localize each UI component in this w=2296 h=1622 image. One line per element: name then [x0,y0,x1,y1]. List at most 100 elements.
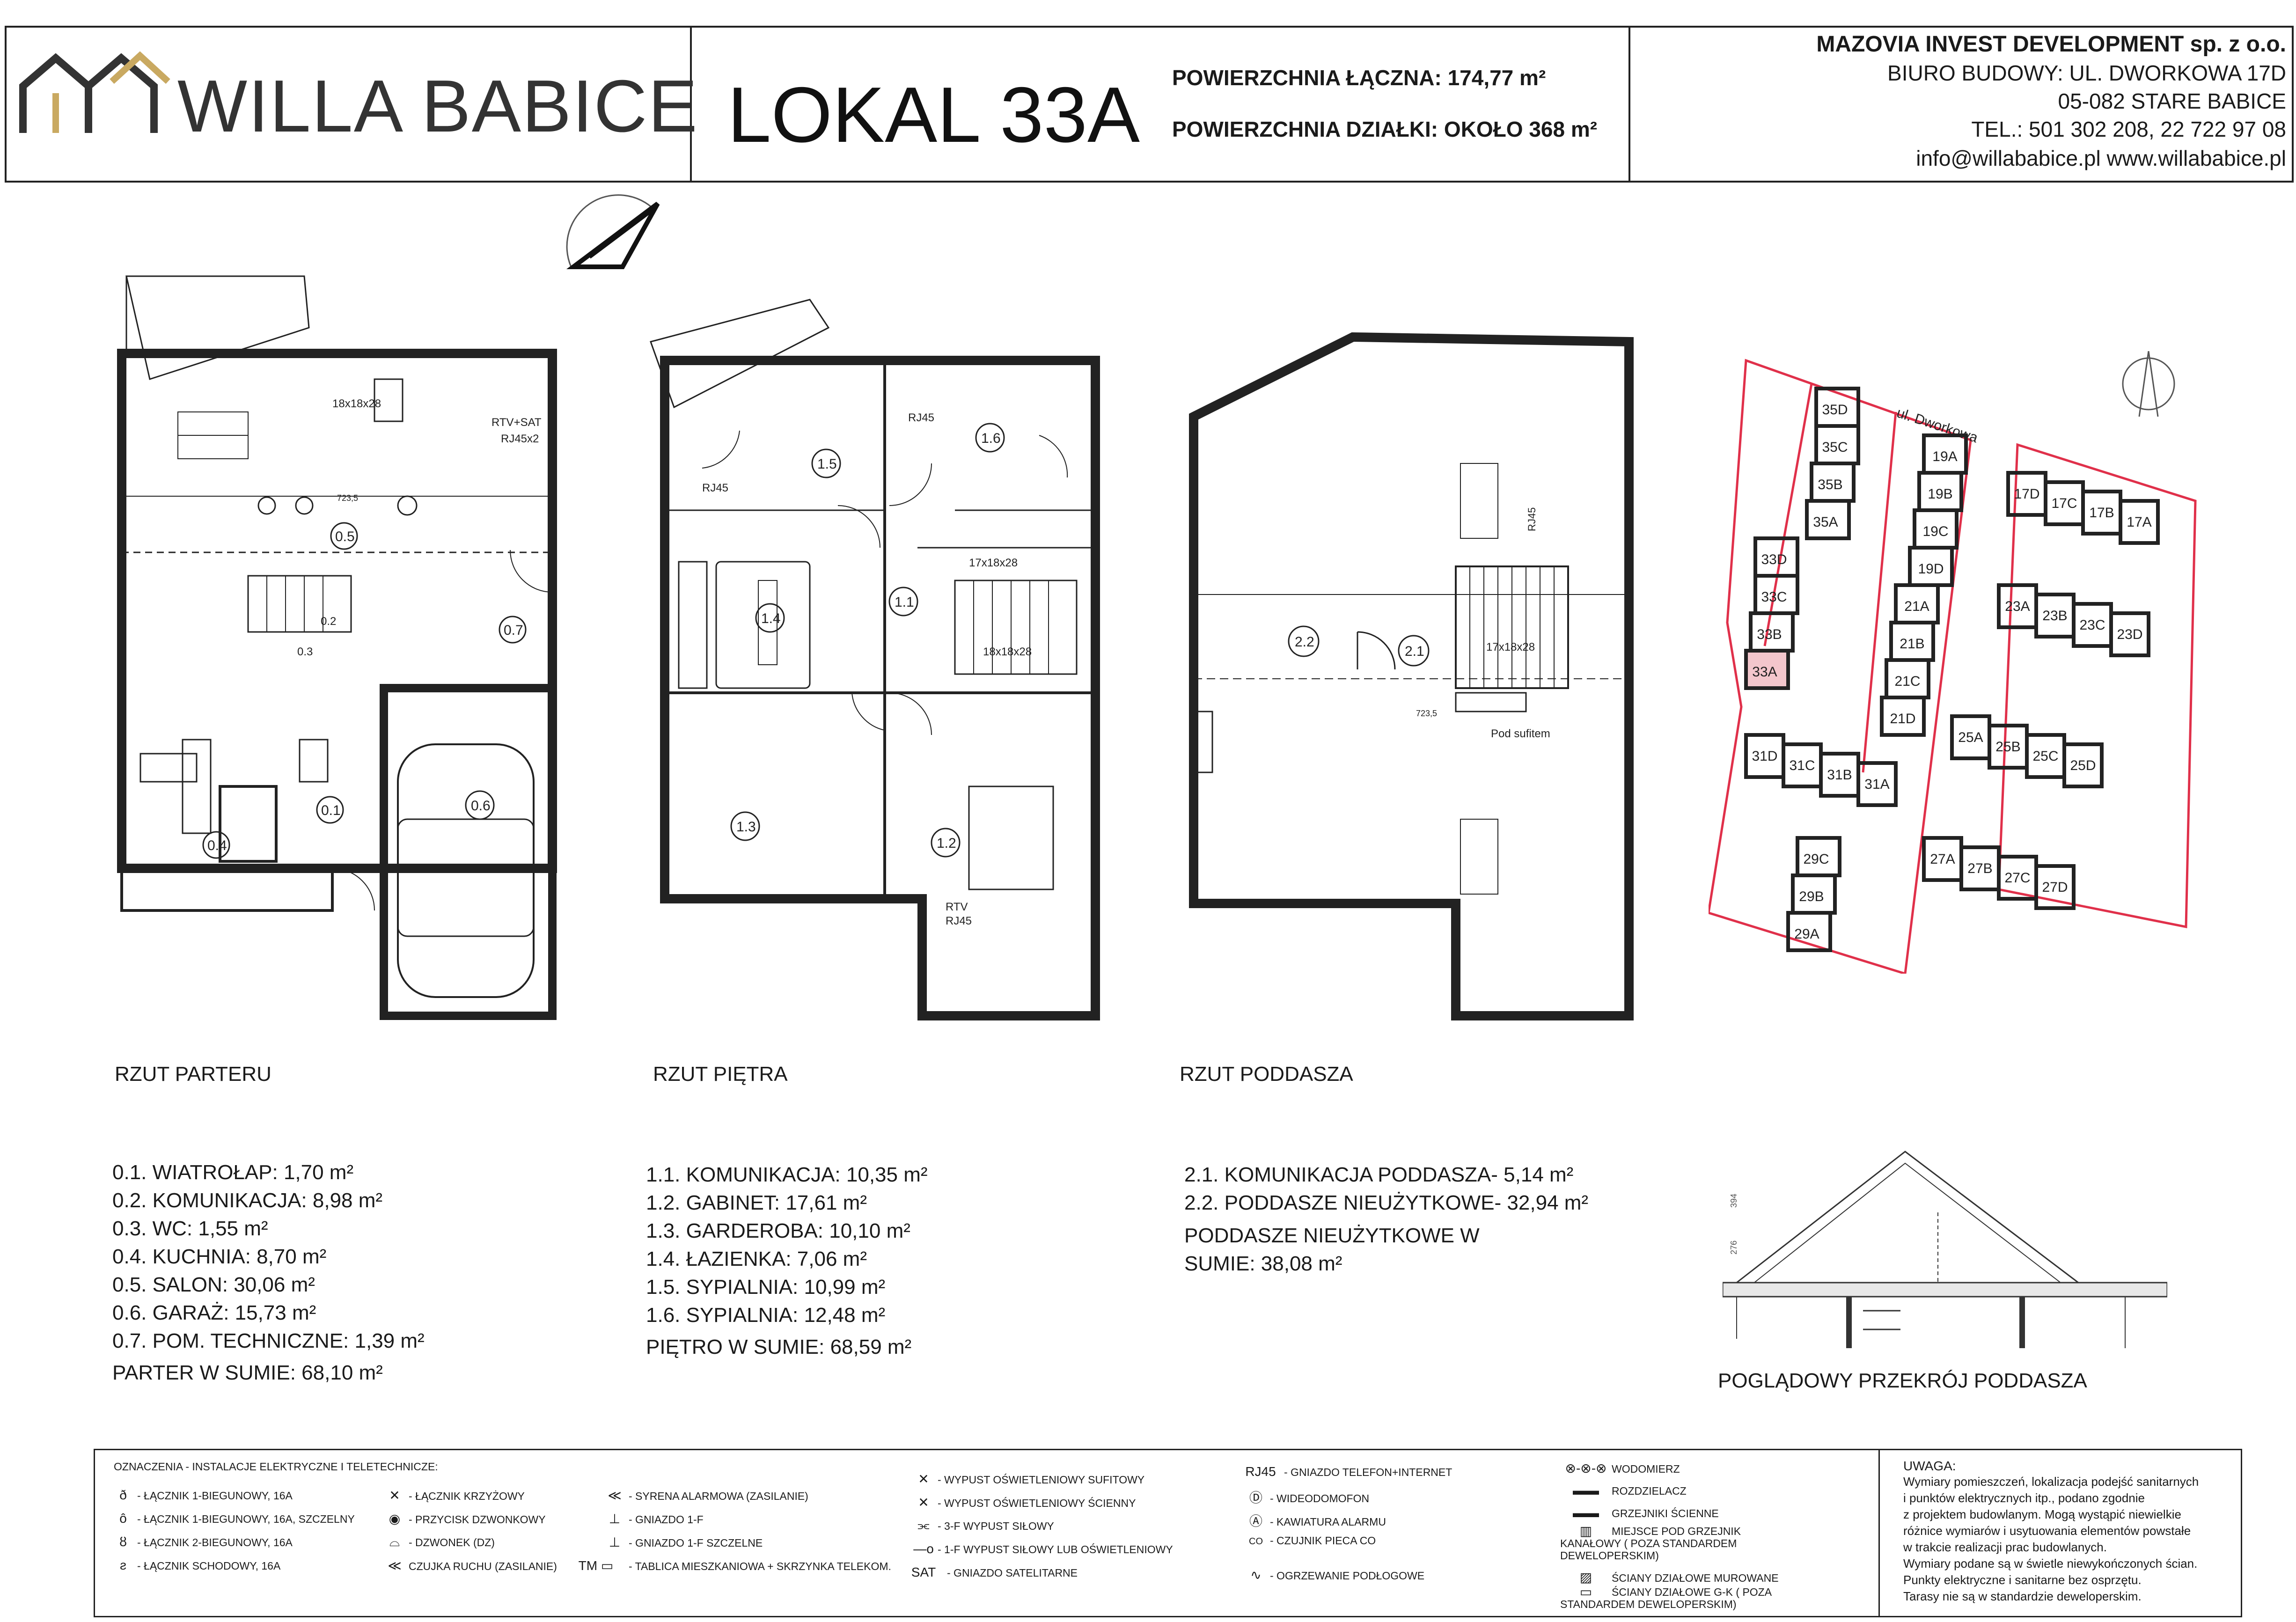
lot-label-21a: 21A [1904,599,1929,614]
legend-col6-row5: ▨ŚCIANY DZIAŁOWE MUROWANE [1560,1570,1779,1585]
power-1f-icon: —o [913,1541,934,1556]
legend-col3-row1: ≪- SYRENA ALARMOWA (ZASILANIE) [601,1488,808,1503]
ground-total: PARTER W SUMIE: 68,10 m² [112,1361,383,1384]
company-name: MAZOVIA INVEST DEVELOPMENT sp. z o.o. [1816,32,2286,57]
area-total: POWIERZCHNIA ŁĄCZNA: 174,77 m² [1172,66,1546,90]
legend-col6-row1: ⊗-⊗-⊗WODOMIERZ [1560,1461,1680,1476]
stairs-lower-label: 18x18x28 [983,646,1032,658]
lot-label-35a: 35A [1813,514,1838,530]
lot-label-27d: 27D [2042,880,2068,895]
room-0-5: 0.5. SALON: 30,06 m² [112,1273,315,1296]
legend-col1-row3: ȣ- ŁĄCZNIK 2-BIEGUNOWY, 16A [109,1534,293,1549]
legend-col4-row1: ✕- WYPUST OŚWIETLENIOWY SUFITOWY [910,1471,1144,1487]
room-1-2: 1.2. GABINET: 17,61 m² [646,1191,867,1214]
note-line-4: różnice wymiarów i usytuowania elementów… [1903,1524,2191,1538]
lot-label-17c: 17C [2051,496,2077,511]
ground-plan-title: RZUT PARTERU [115,1063,271,1086]
room-0-2: 0.2. KOMUNIKACJA: 8,98 m² [112,1189,383,1212]
legend-col6-row4: ▥MIEJSCE POD GRZEJNIK KANAŁOWY ( POZA ST… [1560,1524,1741,1562]
room-0-6: 0.6. GARAŻ: 15,73 m² [112,1301,316,1324]
first-floor-plan: 17x18x28 18x18x28 RJ45 RJ45 RTV RJ45 1.5… [650,299,1100,1020]
lot-label-23a: 23A [2005,599,2030,614]
room-0-3-marker: 0.3 [297,646,313,658]
attic-plan-title: RZUT PODDASZA [1180,1063,1353,1086]
room-2-2: 2.2. PODDASZE NIEUŻYTKOWE- 32,94 m² [1184,1191,1589,1214]
lot-label-25a: 25A [1958,730,1983,745]
legend-col2-row1: ✕- ŁĄCZNIK KRZYŻOWY [381,1488,525,1503]
switch-2pole-icon: ȣ [119,1534,127,1549]
lot-label-27a: 27A [1930,851,1955,867]
room-1-2-marker: 1.2 [937,836,956,851]
note-line-1: Wymiary pomieszczeń, lokalizacja podejść… [1903,1475,2199,1489]
staircase-switch-icon: ƨ [120,1558,126,1572]
lot-label-19c: 19C [1922,524,1948,539]
attic-total-1: PODDASZE NIEUŻYTKOWE W [1184,1224,1480,1247]
web-contact: info@willababice.pl www.willababice.pl [1916,146,2286,170]
note-line-5: w trakcie realizacji prac budowlanych. [1903,1540,2107,1554]
legend-col1-row2: ô- ŁĄCZNIK 1-BIEGUNOWY, 16A, SZCZELNY [109,1511,355,1526]
lot-label-21c: 21C [1894,674,1920,689]
legend-col2-row4: ≪CZUJKA RUCHU (ZASILANIE) [381,1558,557,1573]
contact-cell: MAZOVIA INVEST DEVELOPMENT sp. z o.o. BI… [1628,28,2296,181]
rj45-room-1-5-label: RJ45 [702,482,728,494]
legend-col6-row6: ▭ŚCIANY DZIAŁOWE G-K ( POZA STANDARDEM D… [1560,1585,1771,1611]
postal-code: 05-082 STARE BABICE [2058,89,2286,113]
switch-1pole-icon: ð [119,1488,127,1502]
legend-col3-row2: ⊥- GNIAZDO 1-F [601,1511,704,1527]
lot-labels: 35D35C35B35A19A19B19C19D17D17C17B17A33D3… [1752,402,2151,942]
room-0-3: 0.3. WC: 1,55 m² [112,1217,268,1240]
lot-label-21b: 21B [1900,636,1924,652]
site-plan: ul. Dworkowa 35D35C35B35A19A19B19C19D17D… [1709,351,2197,974]
lot-label-35c: 35C [1822,440,1848,455]
room-0-4: 0.4. KUCHNIA: 8,70 m² [112,1245,327,1268]
lot-label-23d: 23D [2117,627,2142,642]
room-1-3: 1.3. GARDEROBA: 10,10 m² [646,1219,910,1242]
cross-switch-icon: ✕ [389,1488,400,1503]
note-title: UWAGA: [1903,1459,1956,1473]
room-1-6-marker: 1.6 [981,431,1001,446]
note-line-6: Wymiary podane są w świetle niewykończon… [1903,1556,2198,1571]
legend-col4-row2: ✕- WYPUST OŚWIETLENIOWY ŚCIENNY [910,1495,1136,1510]
ceiling-light-icon: ✕ [918,1472,929,1486]
lot-label-17d: 17D [2014,486,2039,502]
phone: TEL.: 501 302 208, 22 722 97 08 [1971,117,2286,141]
first-plan-title: RZUT PIĘTRA [653,1063,788,1086]
switch-sealed-icon: ô [119,1511,127,1526]
videophone-icon: Ⓓ [1249,1490,1262,1505]
rj45-label: RJ45x2 [501,433,539,445]
lot-label-23c: 23C [2079,617,2105,633]
lot-label-19a: 19A [1932,449,1957,464]
legend-col5-row3: Ⓐ- KAWIATURA ALARMU [1242,1511,1386,1530]
room-0-5-marker: 0.5 [335,529,355,544]
unit-title: LOKAL 33A [727,71,1140,159]
lot-label-33c: 33C [1761,589,1787,605]
house-logo-icon [19,51,170,133]
legend-col5-row5: ∿- OGRZEWANIE PODŁOGOWE [1242,1567,1424,1583]
stairs-upper-label: 17x18x28 [969,557,1018,569]
section-height-2: 276 [1729,1240,1739,1255]
note-line-8: Tarasy nie są w standardzie deweloperski… [1903,1589,2142,1603]
lot-label-25d: 25D [2070,758,2096,773]
note-box: UWAGA: Wymiary pomieszczeń, lokalizacja … [1878,1450,2243,1616]
lot-label-31d: 31D [1752,749,1777,764]
stairs-label: 18x18x28 [332,397,381,410]
room-2-1: 2.1. KOMUNIKACJA PODDASZA- 5,14 m² [1184,1163,1574,1186]
lot-label-31c: 31C [1789,758,1815,773]
legend-col3-row3: ⊥- GNIAZDO 1-F SZCZELNE [601,1534,763,1550]
channel-radiator-icon: ▥ [1579,1524,1592,1538]
lot-label-25b: 25B [1995,739,2020,755]
lot-label-33a: 33A [1752,664,1777,680]
attic-total-2: SUMIE: 38,08 m² [1184,1252,1342,1275]
lot-label-35b: 35B [1818,477,1842,492]
lot-label-33d: 33D [1761,552,1787,567]
lot-label-29b: 29B [1799,889,1824,904]
legend: OZNACZENIA - INSTALACJE ELEKTRYCZNE I TE… [94,1449,2242,1617]
room-0-4-marker: 0.4 [207,838,227,853]
lot-label-17a: 17A [2127,514,2151,530]
lot-label-21d: 21D [1890,711,1915,727]
lot-label-25c: 25C [2032,749,2058,764]
drywall-icon: ▭ [1579,1585,1592,1599]
lot-label-19b: 19B [1928,486,1952,502]
water-meter-icon: ⊗-⊗-⊗ [1565,1461,1607,1475]
attic-stairs-label: 17x18x28 [1486,641,1535,653]
